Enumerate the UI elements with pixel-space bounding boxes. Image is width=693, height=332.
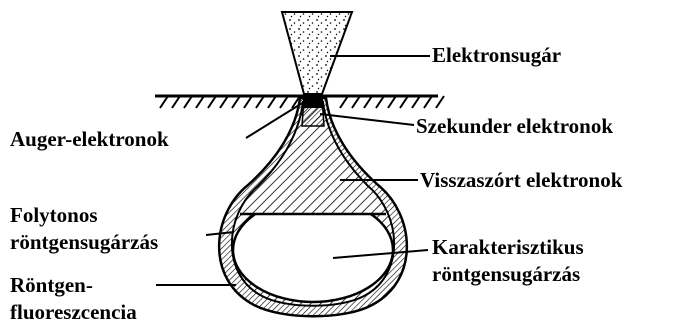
label-bremsstrahlung-line1: Folytonos [10, 205, 158, 226]
label-electron-beam: Elektronsugár [432, 45, 561, 66]
label-backscattered-electrons: Visszaszórt elektronok [420, 170, 622, 191]
surface-hatch-tick [340, 96, 348, 108]
label-bremsstrahlung: Folytonos röntgensugárzás [10, 205, 158, 253]
label-fluorescence-line2: fluoreszcencia [10, 302, 137, 323]
label-secondary-electrons: Szekunder elektronok [416, 116, 613, 137]
surface-hatch-tick [244, 96, 252, 108]
surface-hatch-tick [232, 96, 240, 108]
surface-hatch-tick [172, 96, 180, 108]
surface-hatch-tick [256, 96, 264, 108]
label-fluorescence: Röntgen- fluoreszcencia [10, 275, 137, 323]
surface-hatch-tick [388, 96, 396, 108]
label-characteristic: Karakterisztikus röntgensugárzás [432, 237, 584, 285]
label-fluorescence-line1: Röntgen- [10, 275, 137, 296]
surface-hatch-tick [376, 96, 384, 108]
surface-hatch-tick [160, 96, 168, 108]
surface-hatch-tick [352, 96, 360, 108]
interaction-volume [219, 98, 407, 316]
surface-hatch-tick [412, 96, 420, 108]
surface-hatch-tick [424, 96, 432, 108]
surface-hatch-tick [268, 96, 276, 108]
surface-hatch-tick [184, 96, 192, 108]
label-characteristic-line2: röntgensugárzás [432, 264, 584, 285]
surface-hatch-tick [364, 96, 372, 108]
electron-beam-cone [282, 12, 352, 94]
surface-hatch-tick [196, 96, 204, 108]
surface-hatch-tick [220, 96, 228, 108]
label-auger-electrons: Auger-elektronok [10, 129, 169, 150]
surface-hatch-tick [280, 96, 288, 108]
surface-hatch-tick [208, 96, 216, 108]
label-bremsstrahlung-line2: röntgensugárzás [10, 232, 158, 253]
surface-hatch-tick [436, 96, 444, 108]
surface-hatch-tick [400, 96, 408, 108]
label-characteristic-line1: Karakterisztikus [432, 237, 584, 258]
leader-secondary [320, 114, 414, 125]
auger-region [303, 98, 323, 108]
